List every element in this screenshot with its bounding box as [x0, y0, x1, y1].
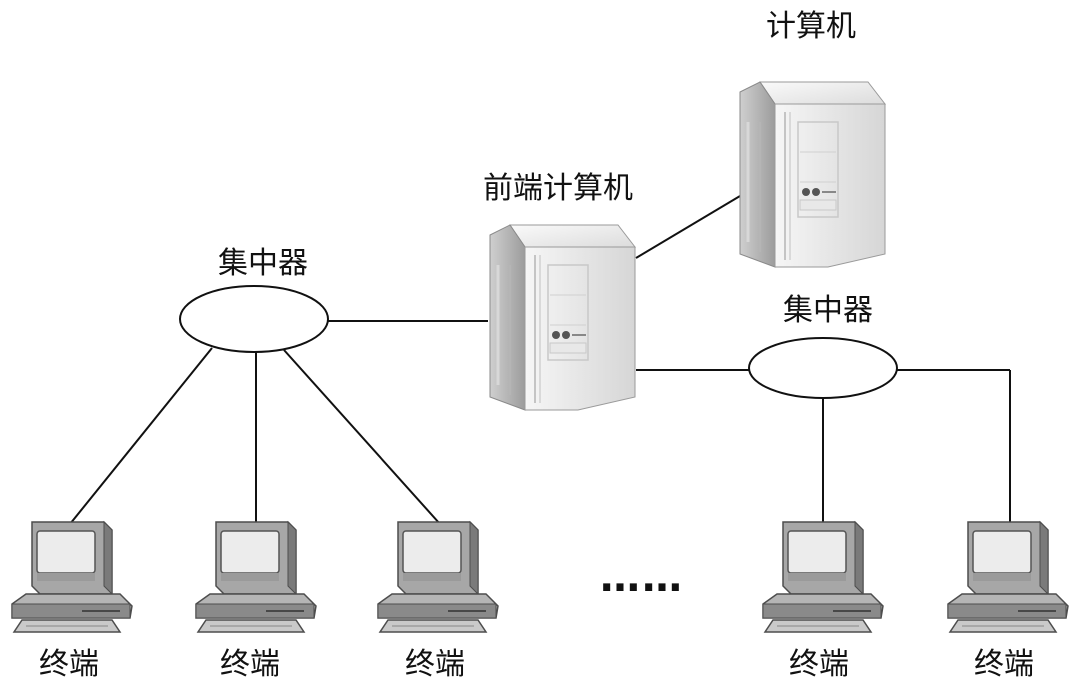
hub-left-label: 集中器 [218, 246, 308, 281]
terminal-2-label: 终端 [220, 647, 280, 682]
computer-server-icon [738, 80, 887, 269]
terminal-3-icon [377, 521, 499, 633]
hub-left-ellipse [179, 285, 329, 353]
terminal-1-label: 终端 [39, 647, 99, 682]
more-terminals-ellipsis: …… [600, 555, 684, 601]
link-lefthub-to-terminal-3 [283, 349, 441, 525]
hub-right-ellipse [748, 337, 898, 399]
hub-right-label: 集中器 [783, 293, 873, 328]
terminal-2-icon [195, 521, 317, 633]
link-lefthub-to-terminal-1 [69, 347, 213, 525]
computer-label: 计算机 [766, 9, 856, 44]
terminal-3-label: 终端 [405, 647, 465, 682]
terminal-4-icon [762, 521, 884, 633]
terminal-1-icon [11, 521, 133, 633]
front-end-computer-server-icon [488, 223, 637, 412]
terminal-5-icon [947, 521, 1069, 633]
link-frontend-to-computer [635, 195, 741, 259]
terminal-5-label: 终端 [974, 647, 1034, 682]
terminal-4-label: 终端 [789, 647, 849, 682]
front-end-computer-label: 前端计算机 [483, 171, 633, 206]
